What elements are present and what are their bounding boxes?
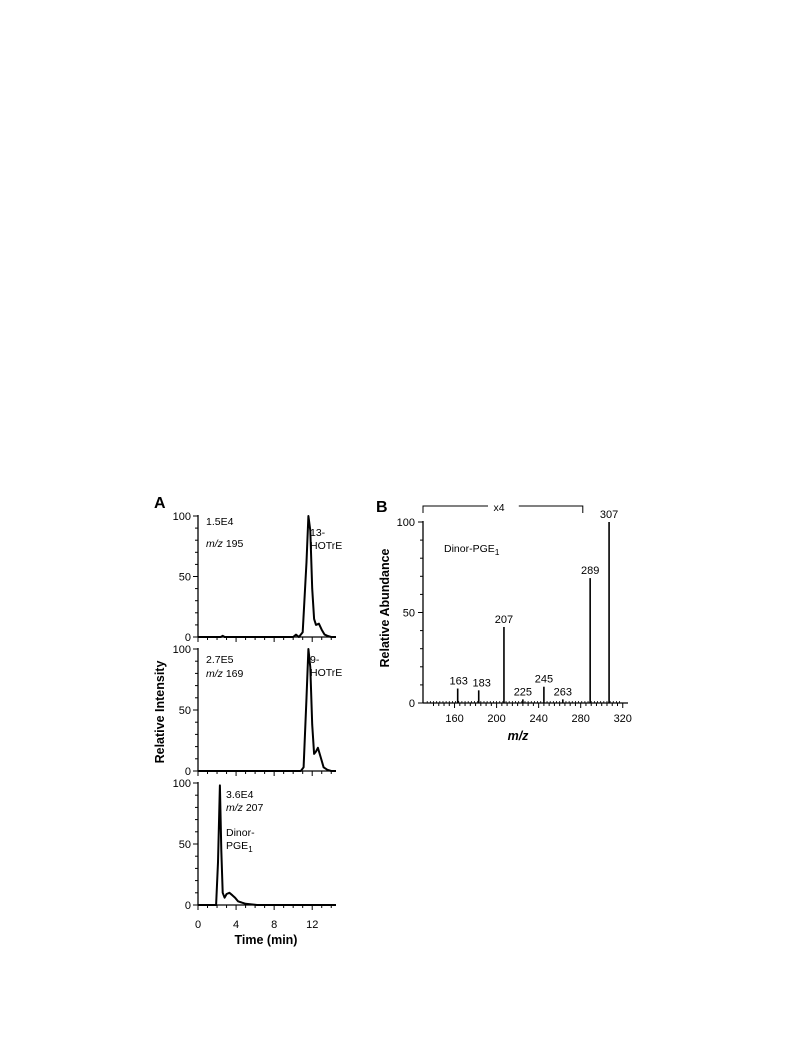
spectrum-peak-label: 207: [495, 614, 513, 626]
spectrum-x-tick-label: 160: [445, 713, 463, 725]
trace1-line: [198, 515, 336, 638]
trace1-y-tick-label: 0: [185, 632, 191, 644]
trace2-intensity: 2.7E5: [206, 654, 234, 666]
spectrum-y-tick-label: 100: [397, 517, 415, 529]
trace3-intensity: 3.6E4: [226, 789, 254, 801]
spectrum-peak-label: 245: [535, 674, 553, 686]
trace1-peak-label-line2: HOTrE: [310, 540, 342, 552]
spectrum-peak-label: 263: [554, 686, 572, 698]
trace3-y-tick-label: 0: [185, 900, 191, 912]
trace3-line: [198, 784, 336, 906]
trace2-y-tick-label: 0: [185, 766, 191, 778]
trace3-y-tick-label: 50: [179, 839, 191, 851]
trace2-y-tick-label: 100: [173, 644, 191, 656]
trace2-peak-label-line2: HOTrE: [310, 667, 342, 679]
trace2-mz: m/z 169: [206, 668, 244, 680]
panel-a-x-tick-label: 4: [233, 919, 239, 931]
spectrum-peak-label: 289: [581, 565, 599, 577]
spectrum-peak-label: 307: [600, 509, 618, 521]
trace2-peak-label-line1: 9-: [310, 654, 320, 666]
spectrum-x-tick-label: 280: [572, 713, 590, 725]
trace2-line: [198, 648, 336, 772]
spectrum-y-tick-label: 0: [409, 698, 415, 710]
trace1-peak-label-line1: 13-: [310, 527, 326, 539]
spectrum-y-tick-label: 50: [403, 608, 415, 620]
bracket-label: x4: [493, 502, 504, 514]
panel-a-xlabel: Time (min): [235, 933, 298, 947]
spectrum-peak-label: 225: [514, 686, 532, 698]
panel-b-compound: Dinor-PGE1: [444, 543, 500, 557]
trace3-peak-label-line2: PGE1: [226, 840, 253, 854]
spectrum-x-tick-label: 200: [487, 713, 505, 725]
trace3-mz: m/z 207: [226, 802, 264, 814]
trace2-y-tick-label: 50: [179, 705, 191, 717]
panel-a-x-tick-label: 8: [271, 919, 277, 931]
trace1-y-tick-label: 100: [173, 511, 191, 523]
spectrum-peak-label: 183: [473, 677, 491, 689]
trace1-mz: m/z 195: [206, 538, 244, 550]
panel-b-ylabel: Relative Abundance: [378, 548, 392, 667]
spectrum-peak-label: 163: [450, 676, 468, 688]
trace1-y-tick-label: 50: [179, 572, 191, 584]
trace3-y-tick-label: 100: [173, 778, 191, 790]
trace3-peak-label-line1: Dinor-: [226, 827, 255, 839]
panel-b-label: B: [376, 499, 388, 516]
bracket-right: [518, 505, 584, 513]
panel-a-label: A: [154, 495, 166, 512]
panel-a-x-tick-label: 0: [195, 919, 201, 931]
trace1-intensity: 1.5E4: [206, 516, 234, 528]
panel-a-x-tick-label: 12: [306, 919, 318, 931]
panel-b-xlabel: m/z: [508, 729, 530, 743]
bracket-left: [422, 505, 488, 513]
spectrum-x-tick-label: 320: [614, 713, 632, 725]
spectrum-x-tick-label: 240: [529, 713, 547, 725]
panel-a-ylabel: Relative Intensity: [153, 661, 167, 764]
